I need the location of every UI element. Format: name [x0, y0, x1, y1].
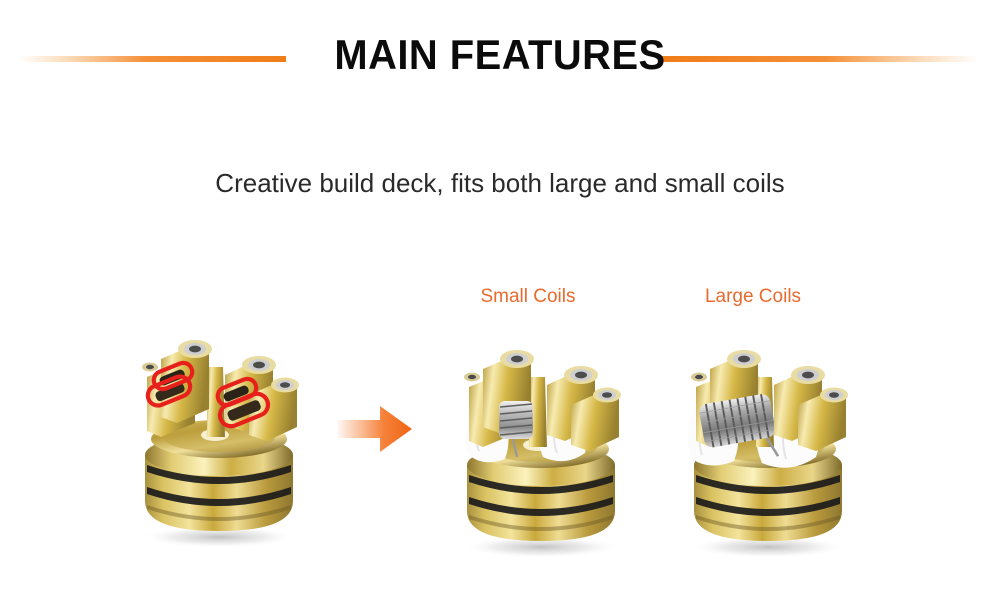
figure-shadow: [141, 526, 297, 548]
o-ring-lower: [147, 487, 291, 506]
post-screw-socket-3: [602, 392, 612, 398]
post-side-hole-core-1: [146, 364, 154, 370]
post-side-hole-core-1: [695, 374, 703, 380]
label-large-coils: Large Coils: [704, 286, 802, 307]
build-deck-empty-illustration: [141, 340, 299, 548]
terminal-slot-4: [227, 400, 261, 421]
small-coil: [499, 401, 533, 458]
post-screw-socket-2: [575, 371, 587, 379]
post-screw-socket-1: [738, 355, 750, 363]
coil-lead: [765, 437, 780, 457]
subtitle: Creative build deck, fits both large and…: [215, 168, 785, 198]
center-wall: [529, 377, 547, 447]
title-rule-right: [660, 56, 978, 62]
o-ring-upper: [147, 465, 291, 484]
header: MAIN FEATURES: [0, 0, 1000, 110]
red-highlight-4: [217, 391, 271, 429]
red-highlight-2: [145, 374, 193, 408]
figure-build-deck-empty: [103, 305, 333, 555]
o-ring-upper: [469, 475, 613, 494]
arrow-shape: [338, 406, 412, 452]
terminal-slot-3: [223, 385, 249, 402]
red-highlight-1: [151, 360, 195, 392]
o-ring-upper: [696, 475, 840, 494]
post-screw-socket-1: [189, 345, 201, 353]
figure-shadow: [690, 536, 846, 558]
coil-clapton-texture: [699, 400, 776, 443]
base-seam: [696, 515, 840, 531]
figure-build-deck-small-coil: [425, 315, 655, 565]
coil-lead: [511, 438, 519, 458]
o-ring-lower: [696, 497, 840, 516]
right-arrow-icon: [336, 402, 414, 456]
post-side-hole-core-1: [468, 374, 476, 380]
arrow-svg: [338, 406, 412, 452]
coil-wraps: [499, 403, 533, 436]
label-small-coils: Small Coils: [480, 286, 576, 307]
build-deck-large-coil-illustration: [687, 350, 848, 558]
annotation-red-highlights: [145, 360, 271, 429]
base-seam: [469, 515, 613, 531]
title-rule-left: [18, 56, 286, 62]
post-screw-socket-3: [280, 382, 290, 388]
o-ring-lower: [469, 497, 613, 516]
build-deck-small-coil-illustration: [463, 350, 621, 558]
post-screw-socket-3: [829, 392, 839, 398]
post-screw-socket-1: [511, 355, 523, 363]
post-right-outer: [798, 391, 846, 451]
figure-shadow: [463, 536, 619, 558]
terminal-slot-2: [155, 382, 185, 402]
post-right-outer: [571, 391, 619, 451]
base-seam: [147, 505, 291, 521]
post-screw-socket-2: [253, 361, 265, 369]
page-title: MAIN FEATURES: [334, 31, 666, 78]
post-screw-socket-2: [802, 371, 814, 379]
figure-build-deck-large-coil: [652, 315, 882, 565]
large-coil: [699, 394, 780, 457]
